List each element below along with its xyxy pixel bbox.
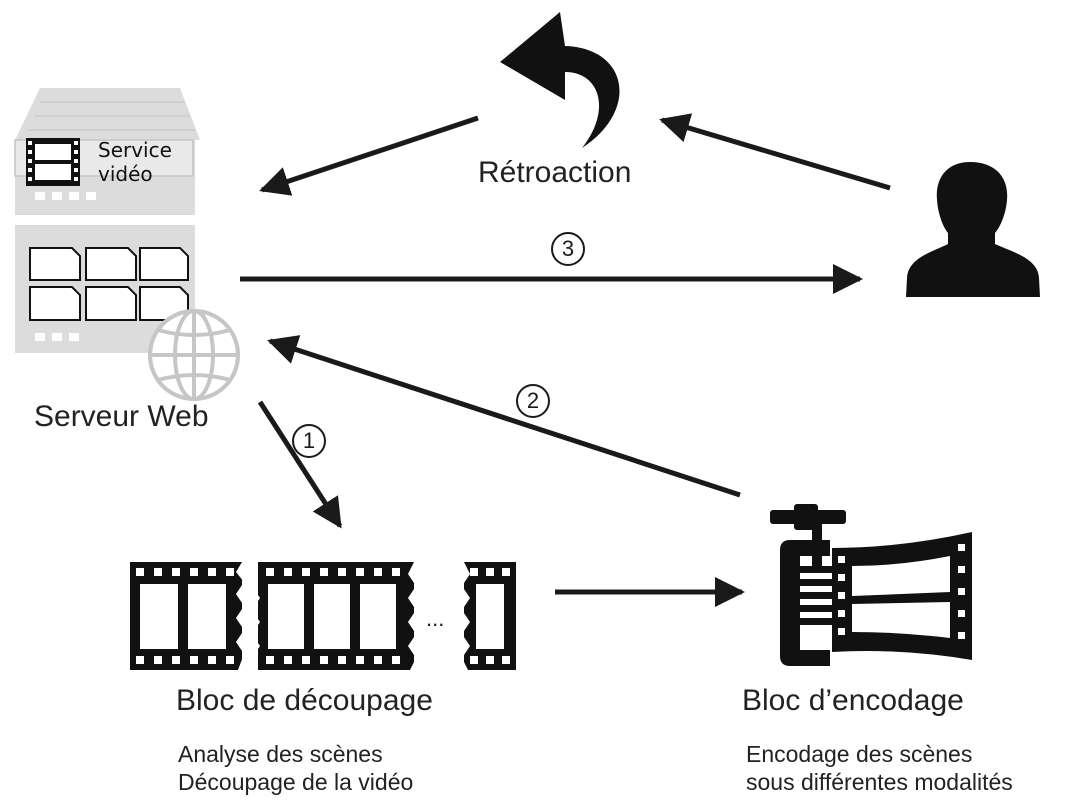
encode-block-desc-2: sous différentes modalités — [746, 769, 1013, 795]
globe-icon — [148, 309, 240, 401]
film-icon — [26, 138, 80, 186]
encode-block-desc-1: Encodage des scènes — [746, 741, 973, 767]
step-3-number: 3 — [561, 236, 575, 261]
arrow-step1 — [257, 400, 343, 529]
cut-block-title: Bloc de découpage — [176, 684, 433, 717]
step-2-circle — [516, 384, 550, 418]
cut-block-desc-2: Découpage de la vidéo — [178, 769, 414, 795]
film-ellipsis: ... — [426, 606, 445, 631]
feedback-label: Rétroaction — [478, 156, 632, 189]
film-strip-icon — [130, 562, 516, 670]
service-label-line1: Service — [98, 138, 172, 162]
step-3-circle — [551, 232, 585, 266]
feedback-arrow-icon — [500, 12, 620, 148]
step-1-number: 1 — [302, 428, 316, 453]
arrow-user-to-feedback — [659, 113, 891, 191]
arrow-step2 — [267, 335, 741, 498]
document-icon — [29, 247, 189, 321]
cut-block-desc-1: Analyse des scènes — [178, 741, 383, 767]
step-1-circle — [292, 424, 326, 458]
arrow-feedback-to-server — [259, 115, 479, 196]
service-label-line2: vidéo — [98, 162, 153, 186]
clamp-compress-icon — [770, 504, 972, 666]
user-icon — [906, 162, 1040, 297]
encode-block-title: Bloc d’encodage — [742, 684, 964, 717]
server-label: Serveur Web — [34, 400, 209, 433]
step-2-number: 2 — [526, 388, 540, 413]
